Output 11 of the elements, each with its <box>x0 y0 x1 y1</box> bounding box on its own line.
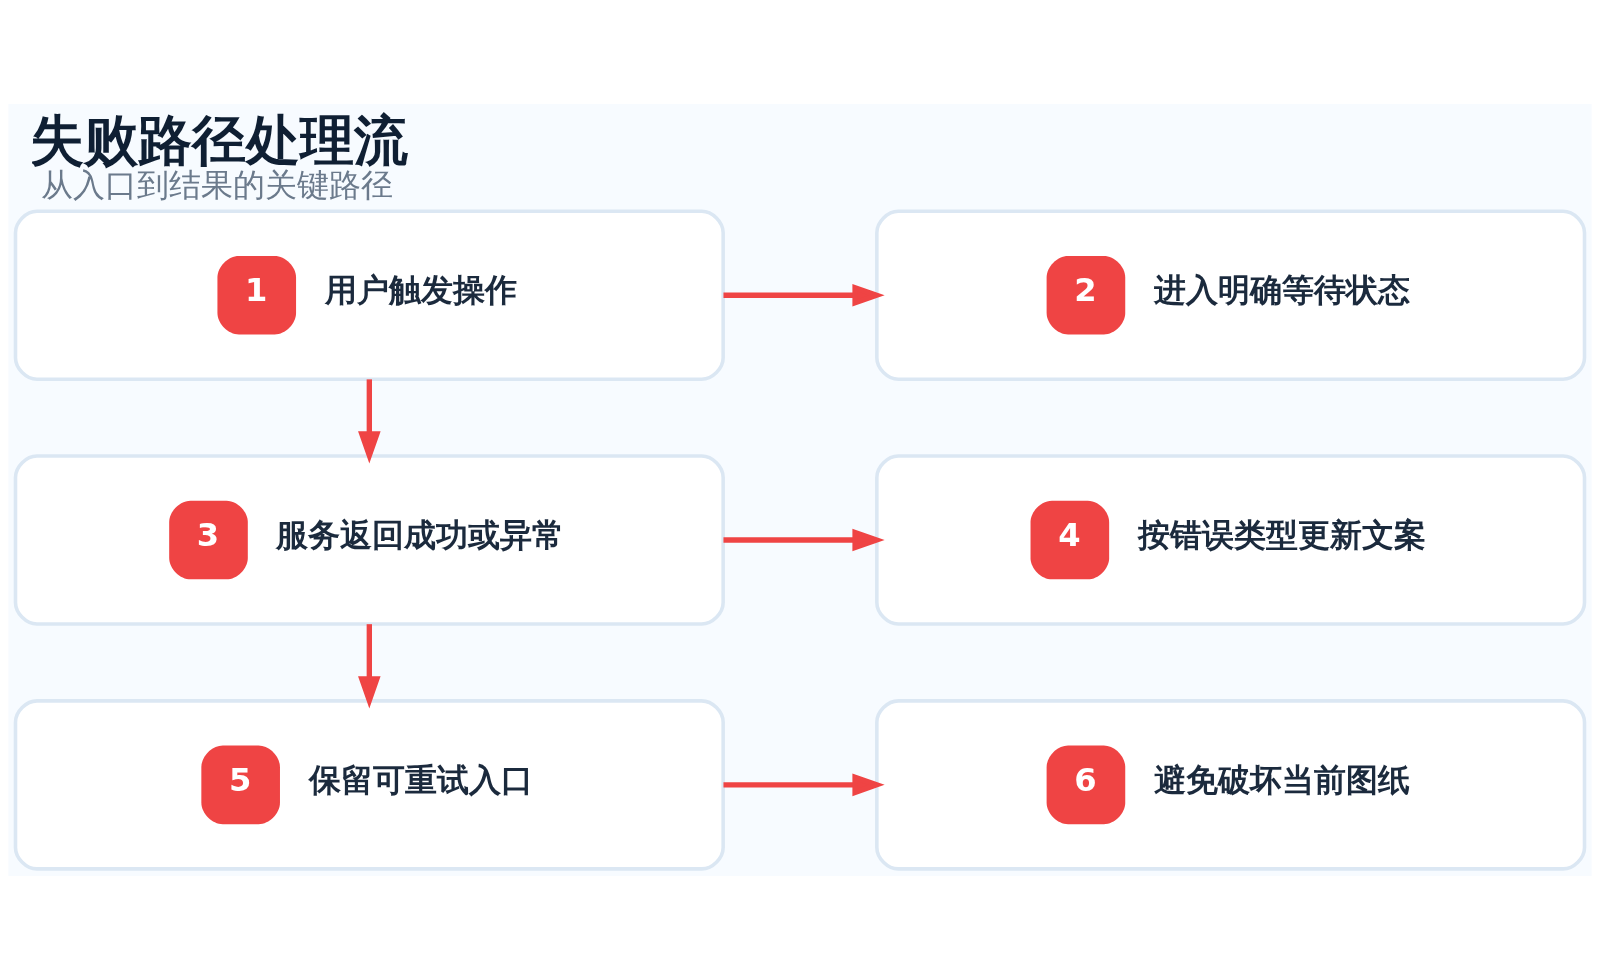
node-box: 6 避免破坏当前图纸 <box>875 699 1587 871</box>
node-box: 5 保留可重试入口 <box>13 699 725 871</box>
arrow <box>358 624 381 709</box>
node-box: 1 用户触发操作 <box>13 209 725 381</box>
node-box: 2 进入明确等待状态 <box>875 209 1587 381</box>
node-box: 3 服务返回成功或异常 <box>13 454 725 626</box>
arrow <box>723 528 885 552</box>
arrow <box>723 283 885 307</box>
node-box: 4 按错误类型更新文案 <box>875 454 1587 626</box>
arrow <box>723 773 885 797</box>
arrow <box>358 379 381 464</box>
